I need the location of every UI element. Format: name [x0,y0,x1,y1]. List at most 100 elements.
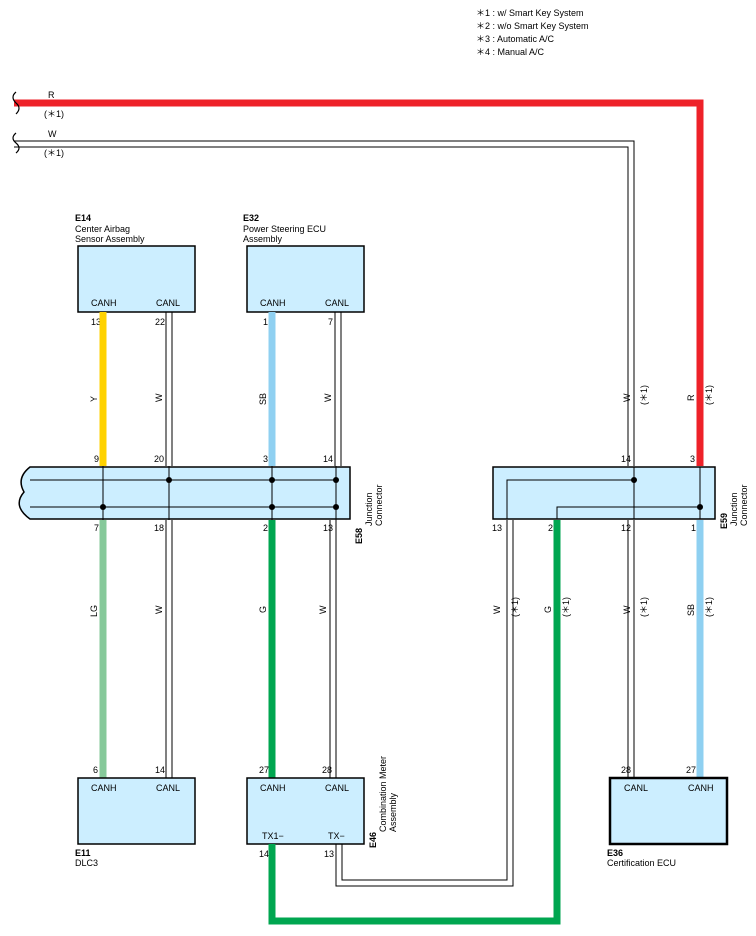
wire-e46-tx-to-e59 [335,520,514,887]
e32-name-line-1: Power Steering ECU [243,224,326,234]
e46-pin-canl: 28 [322,765,332,775]
wire-note-1: (＊1) [639,385,649,405]
e36-terminal-canl: CANL [624,783,648,793]
component-e11: 6 14 CANH CANL E11 DLC3 [75,765,196,868]
wire-label-g-1: G [258,606,268,613]
wire-e46-canl [329,520,337,778]
e46-pin-canh: 27 [259,765,269,775]
e59-pin-1: 1 [691,523,696,533]
legend-item-2: ＊2 : w/o Smart Key System [476,21,589,31]
wire-e32-canl [334,312,342,466]
top-wire-r [14,99,704,466]
e11-pin-canl: 14 [155,765,165,775]
component-e59: 14 3 13 2 12 1 E59 Junction Connector [492,454,749,533]
wire-label-sb-2: SB [686,604,696,616]
e59-name-line-1: Junction [729,492,739,526]
e59-pin-12: 12 [621,523,631,533]
e58-pin-18: 18 [154,523,164,533]
e11-pin-canh: 6 [93,765,98,775]
e14-code: E14 [75,213,91,223]
wire-e59-12-to-e36 [627,520,635,778]
e58-name-line-1: Junction [364,492,374,526]
wire-note-2: (＊1) [704,385,714,405]
wire-note-4: (＊1) [561,597,571,617]
e11-terminal-canl: CANL [156,783,180,793]
e32-terminal-canh: CANH [260,298,286,308]
e58-pin-7: 7 [94,523,99,533]
e59-pin-3: 3 [690,454,695,464]
wire-note-6: (＊1) [704,597,714,617]
e59-pin-14: 14 [621,454,631,464]
e58-pin-3: 3 [263,454,268,464]
wire-note-3: (＊1) [510,597,520,617]
e32-pin-canh: 1 [263,317,268,327]
component-e46: 27 28 CANH CANL TX1− TX− 14 13 E46 Combi… [246,756,398,859]
wire-label-w-5: W [622,393,632,402]
e14-terminal-canl: CANL [156,298,180,308]
e36-pin-canh: 27 [686,765,696,775]
e46-terminal-tx: TX− [328,831,345,841]
e32-code: E32 [243,213,259,223]
e46-pin-tx1: 14 [259,849,269,859]
e46-terminal-canh: CANH [260,783,286,793]
legend-item-1: ＊1 : w/ Smart Key System [476,8,584,18]
wire-note-5: (＊1) [639,597,649,617]
top-wire-w [14,140,635,466]
component-e14: E14 Center Airbag Sensor Assembly CANH C… [75,213,196,327]
e46-name-line-2: Assembly [388,792,398,832]
e59-pin-2: 2 [548,523,553,533]
wire-label-lg: LG [89,605,99,617]
wire-label-y: Y [89,396,99,402]
e59-code: E59 [719,513,729,529]
e58-name-line-2: Connector [374,484,384,526]
e59-name-line-2: Connector [739,484,749,526]
top-wire-r-label: R [48,90,55,100]
component-e32: E32 Power Steering ECU Assembly CANH CAN… [243,213,365,327]
e32-terminal-canl: CANL [325,298,349,308]
e36-terminal-canh: CANH [688,783,714,793]
top-wire-w-note: (＊1) [44,148,64,158]
top-wire-w-label: W [48,129,57,139]
wire-label-w-7: W [622,605,632,614]
e14-pin-canl: 22 [155,317,165,327]
e46-pin-tx: 13 [324,849,334,859]
wire-label-g-2: G [543,606,553,613]
e32-pin-canl: 7 [328,317,333,327]
e36-name: Certification ECU [607,858,676,868]
e46-terminal-tx1: TX1− [262,831,284,841]
e14-name-line-2: Sensor Assembly [75,234,145,244]
e11-code: E11 [75,848,91,858]
legend-item-3: ＊3 : Automatic A/C [476,34,555,44]
e58-pin-2: 2 [263,523,268,533]
wire-label-w-1: W [154,393,164,402]
wire-e14-canl [165,312,173,466]
e14-name-line-1: Center Airbag [75,224,130,234]
component-e36: 28 27 CANL CANH E36 Certification ECU [607,765,729,868]
e46-code: E46 [368,832,378,848]
wire-label-w-3: W [154,605,164,614]
e36-code: E36 [607,848,623,858]
e58-pin-20: 20 [154,454,164,464]
break-mark-r [12,91,20,115]
e59-pin-13: 13 [492,523,502,533]
wire-label-w-4: W [318,605,328,614]
top-wire-r-note: (＊1) [44,109,64,119]
wire-label-sb: SB [258,393,268,405]
wire-label-w-6: W [492,605,502,614]
e58-pin-9: 9 [94,454,99,464]
e11-terminal-canh: CANH [91,783,117,793]
wire-label-w-2: W [323,393,333,402]
component-e58: 9 20 3 14 7 18 2 13 E58 Junction Connect… [18,454,384,544]
legend: ＊1 : w/ Smart Key System ＊2 : w/o Smart … [476,8,589,57]
wire-label-r: R [686,394,696,401]
e46-name-line-1: Combination Meter [378,756,388,832]
e36-pin-canl: 28 [621,765,631,775]
wire-e11-canl [165,520,173,778]
e46-terminal-canl: CANL [325,783,349,793]
e14-pin-canh: 13 [91,317,101,327]
e58-pin-13: 13 [323,523,333,533]
e58-pin-14: 14 [323,454,333,464]
break-mark-w [12,132,20,154]
e32-name-line-2: Assembly [243,234,283,244]
e14-terminal-canh: CANH [91,298,117,308]
